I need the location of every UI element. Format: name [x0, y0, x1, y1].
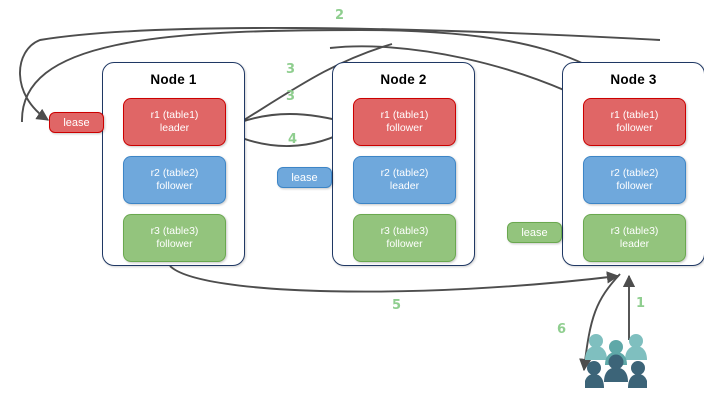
arrow-step-5 [169, 265, 620, 293]
replica-role: follower [616, 180, 653, 192]
replica-name: r2 (table2) [380, 167, 429, 179]
step-label-4: 4 [288, 132, 298, 147]
node-title: Node 2 [380, 72, 427, 87]
replica-node2-r3[interactable]: r3 (table3) follower [353, 214, 456, 262]
replica-node2-r2[interactable]: r2 (table2) leader [353, 156, 456, 204]
node-card-node1[interactable]: Node 1 r1 (table1) leader r2 (table2) fo… [102, 62, 245, 266]
replica-node3-r2[interactable]: r2 (table2) follower [583, 156, 686, 204]
replica-role: leader [159, 122, 190, 134]
replica-role: leader [389, 180, 420, 192]
step-label-3b: 3 [286, 89, 296, 104]
replica-node1-r2[interactable]: r2 (table2) follower [123, 156, 226, 204]
replica-node3-r1[interactable]: r1 (table1) follower [583, 98, 686, 146]
replica-name: r3 (table3) [610, 225, 659, 237]
replica-name: r3 (table3) [150, 225, 199, 237]
replica-role: follower [156, 180, 193, 192]
replica-role: follower [616, 122, 653, 134]
replica-node3-r3[interactable]: r3 (table3) leader [583, 214, 686, 262]
replica-name: r1 (table1) [380, 109, 429, 121]
replica-name: r1 (table1) [150, 109, 199, 121]
node-card-node2[interactable]: Node 2 r1 (table1) follower r2 (table2) … [332, 62, 475, 266]
users-icon [585, 334, 647, 388]
replica-node1-r3[interactable]: r3 (table3) follower [123, 214, 226, 262]
replica-role: follower [156, 238, 193, 250]
step-label-1: 1 [636, 296, 646, 311]
replica-name: r1 (table1) [610, 109, 659, 121]
arrow-to-lease-r1 [19, 27, 661, 121]
replica-role: leader [619, 238, 650, 250]
lease-badge-r3[interactable]: lease [507, 222, 562, 243]
replica-node2-r1[interactable]: r1 (table1) follower [353, 98, 456, 146]
replica-name: r2 (table2) [610, 167, 659, 179]
replica-role: follower [386, 122, 423, 134]
replica-name: r2 (table2) [150, 167, 199, 179]
lease-badge-r1[interactable]: lease [49, 112, 104, 133]
step-label-5: 5 [392, 298, 402, 313]
node-title: Node 3 [610, 72, 657, 87]
replica-node1-r1[interactable]: r1 (table1) leader [123, 98, 226, 146]
replica-role: follower [386, 238, 423, 250]
step-label-6: 6 [557, 322, 567, 337]
replica-name: r3 (table3) [380, 225, 429, 237]
step-label-2: 2 [335, 8, 345, 23]
step-label-3a: 3 [286, 62, 296, 77]
arrow-step-3-upper [227, 43, 393, 131]
lease-badge-r2[interactable]: lease [277, 167, 332, 188]
node-card-node3[interactable]: Node 3 r1 (table1) follower r2 (table2) … [562, 62, 704, 266]
node-title: Node 1 [150, 72, 197, 87]
